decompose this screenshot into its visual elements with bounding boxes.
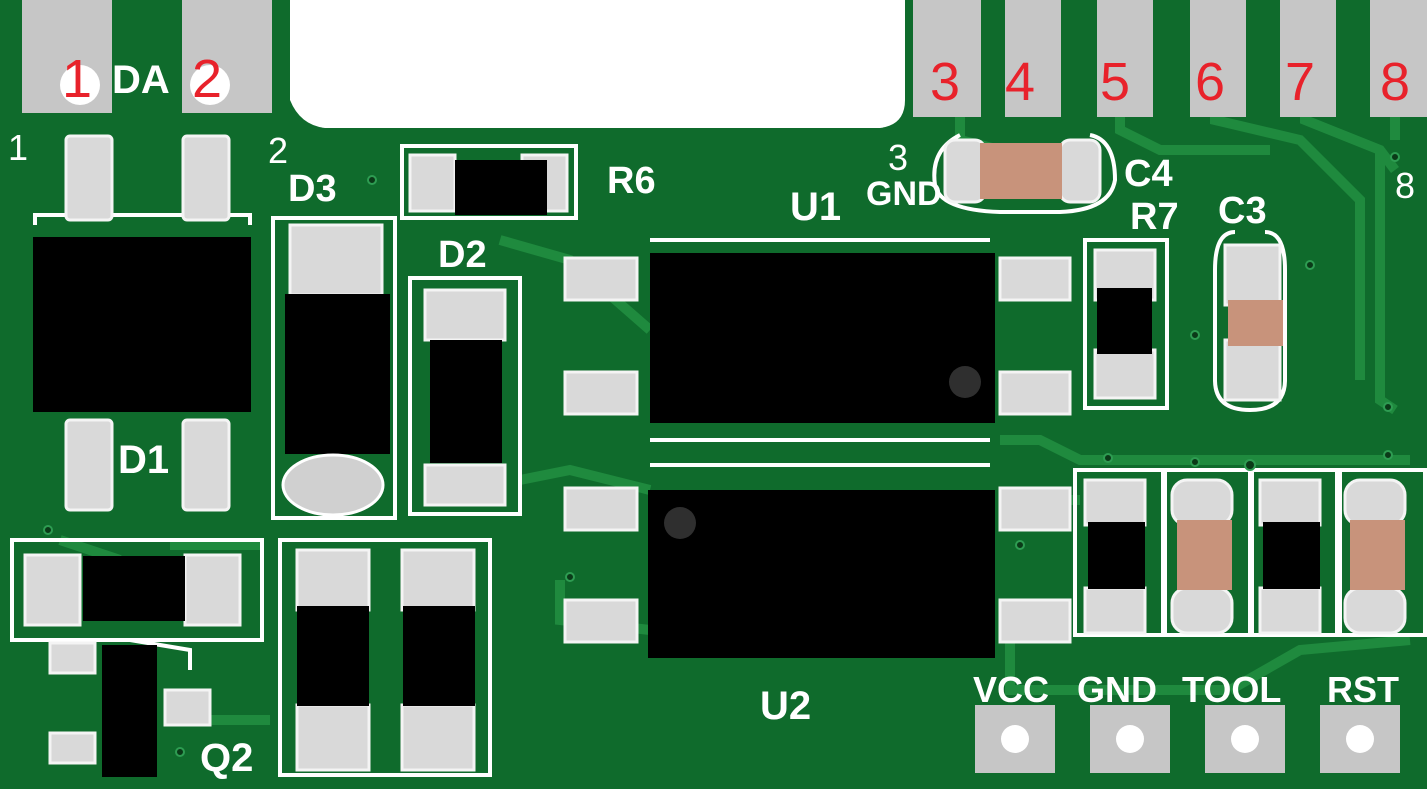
silk-gnd-pin3: GND <box>866 175 942 213</box>
component-bodies <box>33 160 1320 777</box>
silk-pin-1: 1 <box>8 127 29 168</box>
silk-d1: D1 <box>118 438 170 482</box>
silk-d2: D2 <box>438 234 487 276</box>
c4-body <box>980 143 1062 199</box>
q2-body <box>102 645 157 777</box>
q1-body <box>83 556 185 621</box>
u2-body <box>648 490 995 658</box>
edge-contact-4 <box>1005 0 1061 117</box>
silk-outlines <box>10 133 1427 777</box>
header-label-gnd: GND <box>1077 669 1157 710</box>
edge-pin-4-number: 4 <box>1005 52 1036 112</box>
d3-solder-blob <box>281 453 385 517</box>
r-right-body <box>403 606 475 706</box>
d2-body <box>430 340 502 463</box>
d1-body <box>33 237 251 412</box>
r-b-body <box>1263 522 1320 589</box>
silk-pin-2: 2 <box>268 130 289 171</box>
edge-contact-5 <box>1097 0 1153 117</box>
u1-body <box>650 253 995 423</box>
silk-q2: Q2 <box>200 736 254 780</box>
silk-pin-3: 3 <box>888 137 909 178</box>
silk-c4: C4 <box>1124 153 1173 195</box>
r-a-body <box>1088 522 1145 589</box>
edge-pin-3-number: 3 <box>930 52 961 112</box>
header-pads <box>975 705 1400 773</box>
u1-pin1-dot <box>949 366 981 398</box>
silk-u1: U1 <box>790 185 842 229</box>
header-label-rst: RST <box>1327 669 1399 710</box>
edge-contact-7 <box>1280 0 1336 117</box>
header-label-tool: TOOL <box>1182 669 1282 710</box>
edge-pin-6-number: 6 <box>1195 52 1226 112</box>
edge-contact-3 <box>913 0 981 117</box>
silk-r7: R7 <box>1130 196 1179 238</box>
silk-c3: C3 <box>1218 190 1267 232</box>
silk-d3: D3 <box>288 168 337 210</box>
edge-pin-2-number: 2 <box>192 49 223 109</box>
r6-body <box>455 160 547 215</box>
r-left-body <box>297 606 369 706</box>
edge-contacts <box>22 0 1427 117</box>
c-a-body <box>1177 520 1232 590</box>
edge-pin-1-number: 1 <box>62 49 93 109</box>
silk-r6: R6 <box>607 160 656 202</box>
c3-body <box>1228 300 1283 346</box>
silk-pin-8: 8 <box>1395 165 1416 206</box>
capacitor-bodies <box>980 143 1405 590</box>
edge-contact-6 <box>1190 0 1246 117</box>
vias <box>43 152 1400 757</box>
edge-pin-5-number: 5 <box>1100 52 1131 112</box>
edge-pin-8-number: 8 <box>1380 52 1411 112</box>
edge-contact-8 <box>1370 0 1427 117</box>
u2-pin1-dot <box>664 507 696 539</box>
d3-body <box>285 294 390 454</box>
r7-body <box>1097 288 1152 354</box>
edge-pin-7-number: 7 <box>1285 52 1316 112</box>
silk-u2: U2 <box>760 684 812 728</box>
c-b-body <box>1350 520 1405 590</box>
silk-da: DA <box>112 58 170 102</box>
header-label-vcc: VCC <box>973 669 1050 710</box>
